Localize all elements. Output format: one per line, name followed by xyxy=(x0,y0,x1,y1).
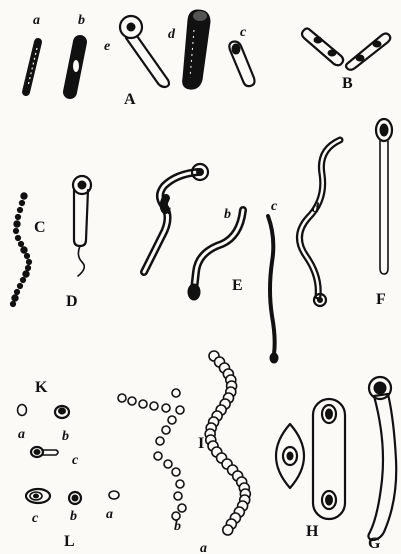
label-A-a: a xyxy=(33,13,40,28)
label-A-b: b xyxy=(78,13,85,28)
coccus xyxy=(139,400,147,408)
cell-H-lemon xyxy=(276,424,304,488)
label-L-a: a xyxy=(106,507,113,522)
coccus xyxy=(162,404,170,412)
label-K-b: b xyxy=(62,429,69,444)
figure-G: G xyxy=(368,377,396,552)
label-L-c: c xyxy=(32,511,39,526)
figure-L: c b a L xyxy=(26,489,119,550)
label-E-d: d xyxy=(312,201,320,216)
label-G: G xyxy=(368,535,381,552)
label-A-e: e xyxy=(104,39,110,54)
label-E: E xyxy=(232,277,243,294)
label-I-a: a xyxy=(200,541,207,554)
coccus xyxy=(10,301,15,306)
rod-A-d xyxy=(183,10,210,89)
figure-C: C xyxy=(10,193,45,307)
coccus xyxy=(24,253,29,258)
coccus xyxy=(15,235,20,240)
coccus xyxy=(128,397,136,405)
spore-L-c xyxy=(26,489,50,503)
coccus xyxy=(23,271,29,277)
coccus xyxy=(21,193,27,199)
label-K-c: c xyxy=(72,453,79,468)
label-A-d: d xyxy=(168,27,176,42)
coccus xyxy=(25,265,30,270)
spore-K-c xyxy=(31,447,58,457)
coccus xyxy=(172,389,180,397)
figure-B: B xyxy=(302,29,390,93)
coccus-chain-C xyxy=(10,193,31,307)
coccus xyxy=(15,214,20,219)
flagellum-D xyxy=(78,246,84,276)
coccus xyxy=(18,241,23,246)
coccus xyxy=(26,259,31,264)
label-F: F xyxy=(376,291,386,308)
label-I-b: b xyxy=(174,519,181,534)
label-E-b: b xyxy=(224,207,231,222)
label-L-b: b xyxy=(70,509,77,524)
spore-L-b xyxy=(69,492,81,504)
coccus xyxy=(172,468,180,476)
spore-rod-A-e xyxy=(120,16,169,87)
label-K-a: a xyxy=(18,427,25,442)
label-E-c: c xyxy=(271,199,278,214)
label-D: D xyxy=(66,293,78,310)
label-E-a: a xyxy=(164,203,171,218)
coccus xyxy=(14,221,20,227)
coccus xyxy=(176,480,184,488)
cocci-I-b xyxy=(118,389,186,520)
coccus xyxy=(13,228,18,233)
coccus xyxy=(150,402,158,410)
spiral-E-c xyxy=(268,216,278,363)
figure-F: F xyxy=(376,119,392,308)
figure-D: D xyxy=(66,176,91,310)
figure-A: a b e d c A xyxy=(26,10,255,108)
rod-A-a xyxy=(26,42,38,92)
coccus xyxy=(168,416,176,424)
coccus xyxy=(118,394,126,402)
coccus xyxy=(162,426,170,434)
label-H: H xyxy=(306,523,319,540)
coccus xyxy=(20,277,25,282)
coccus xyxy=(174,492,182,500)
coccus xyxy=(17,207,22,212)
figure-I: I b a xyxy=(118,351,250,554)
label-L: L xyxy=(64,533,75,550)
coccus xyxy=(12,295,18,301)
spore-K-b xyxy=(55,406,69,418)
coccus-chain-I-a xyxy=(205,351,250,535)
coccus-link xyxy=(223,525,233,535)
coccus xyxy=(178,504,186,512)
label-A: A xyxy=(124,91,136,108)
coccus xyxy=(156,437,164,445)
label-K: K xyxy=(35,379,48,396)
coccus xyxy=(14,289,19,294)
label-C: C xyxy=(34,219,46,236)
coccus xyxy=(176,406,184,414)
coccus xyxy=(19,200,24,205)
figure-K: K a b c xyxy=(18,379,80,468)
cell-H-long xyxy=(313,399,345,519)
label-A-c: c xyxy=(240,25,247,40)
rod-A-c xyxy=(229,42,254,87)
figure-E: a b c d E xyxy=(144,140,340,363)
label-B: B xyxy=(342,75,353,92)
coccus xyxy=(154,452,162,460)
coccus xyxy=(17,283,22,288)
figure-H: H xyxy=(276,399,345,540)
coccus xyxy=(21,247,27,253)
rod-A-b xyxy=(70,42,80,92)
coccus xyxy=(164,460,172,468)
spiral-E-d xyxy=(299,140,340,306)
label-I: I xyxy=(198,435,204,452)
